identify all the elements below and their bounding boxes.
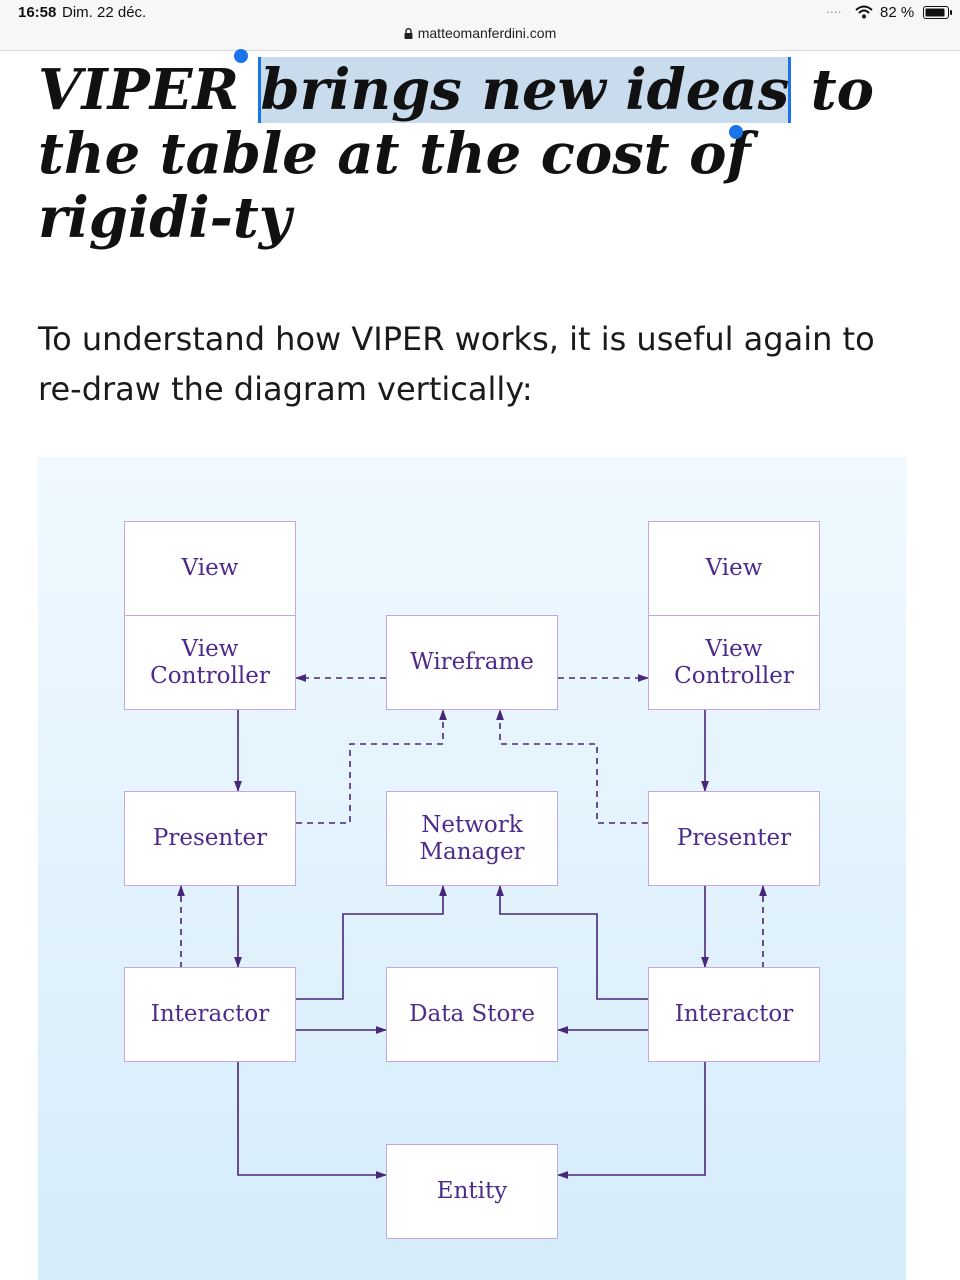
viper-diagram: View View Controller Wireframe View View… <box>38 457 906 1280</box>
left-view-label: View <box>181 555 239 581</box>
article-paragraph: To understand how VIPER works, it is use… <box>38 320 875 408</box>
diagram-connectors <box>177 674 767 1179</box>
left-interactor-box: Interactor <box>124 967 296 1062</box>
right-interactor-label: Interactor <box>674 1001 794 1027</box>
data-store-label: Data Store <box>409 1001 535 1027</box>
right-view-controller-label-line2: Controller <box>674 662 794 689</box>
status-time: 16:58 <box>18 4 57 21</box>
cellular-signal: .... <box>826 0 842 16</box>
data-store-box: Data Store <box>386 967 558 1062</box>
wireframe-label: Wireframe <box>410 649 534 675</box>
headline-text-before: VIPER <box>38 57 259 123</box>
arrow-left-interactor-to-entity <box>237 1062 388 1179</box>
network-manager-label-line2: Manager <box>419 838 525 865</box>
right-view-label: View <box>705 555 763 581</box>
arrow-left-presenter-to-wireframe <box>296 708 447 824</box>
left-view-controller-box: View Controller <box>124 615 296 710</box>
wifi-icon <box>855 5 873 19</box>
wireframe-box: Wireframe <box>386 615 558 710</box>
network-manager-label-line1: Network <box>421 811 523 838</box>
address-bar[interactable]: matteomanferdini.com <box>0 25 960 41</box>
status-date: Dim. 22 déc. <box>62 4 147 21</box>
battery-icon <box>923 6 952 19</box>
right-presenter-label: Presenter <box>676 825 792 851</box>
entity-box: Entity <box>386 1144 558 1239</box>
url-text: matteomanferdini.com <box>417 25 557 41</box>
status-bar: 16:58 Dim. 22 déc. .... 82 % matteomanfe… <box>0 0 960 51</box>
right-view-controller-box: View Controller <box>648 615 820 710</box>
headline-text-after: to the table at the cost of rigidi-ty <box>38 57 874 251</box>
arrow-left-interactor-to-network-manager <box>296 884 447 1000</box>
right-view-controller-label-line1: View <box>705 635 763 662</box>
left-view-controller-label-line2: Controller <box>150 662 270 689</box>
left-presenter-box: Presenter <box>124 791 296 886</box>
left-interactor-label: Interactor <box>150 1001 270 1027</box>
right-interactor-box: Interactor <box>648 967 820 1062</box>
article-headline: VIPER brings new ideas to the table at t… <box>38 57 918 251</box>
arrow-right-presenter-to-wireframe <box>496 708 648 824</box>
selection-start-handle[interactable] <box>234 49 248 63</box>
entity-label: Entity <box>436 1178 508 1204</box>
lock-icon <box>404 28 413 39</box>
selection-end-handle[interactable] <box>729 125 743 139</box>
headline-selected-text[interactable]: brings new ideas <box>258 57 792 123</box>
arrow-right-interactor-to-entity <box>556 1062 706 1179</box>
left-presenter-label: Presenter <box>152 825 268 851</box>
right-view-box: View <box>648 521 820 616</box>
left-view-controller-label-line1: View <box>181 635 239 662</box>
arrow-right-interactor-to-network-manager <box>496 884 648 1000</box>
network-manager-box: Network Manager <box>386 791 558 886</box>
right-presenter-box: Presenter <box>648 791 820 886</box>
left-view-box: View <box>124 521 296 616</box>
battery-percentage: 82 % <box>880 4 915 21</box>
